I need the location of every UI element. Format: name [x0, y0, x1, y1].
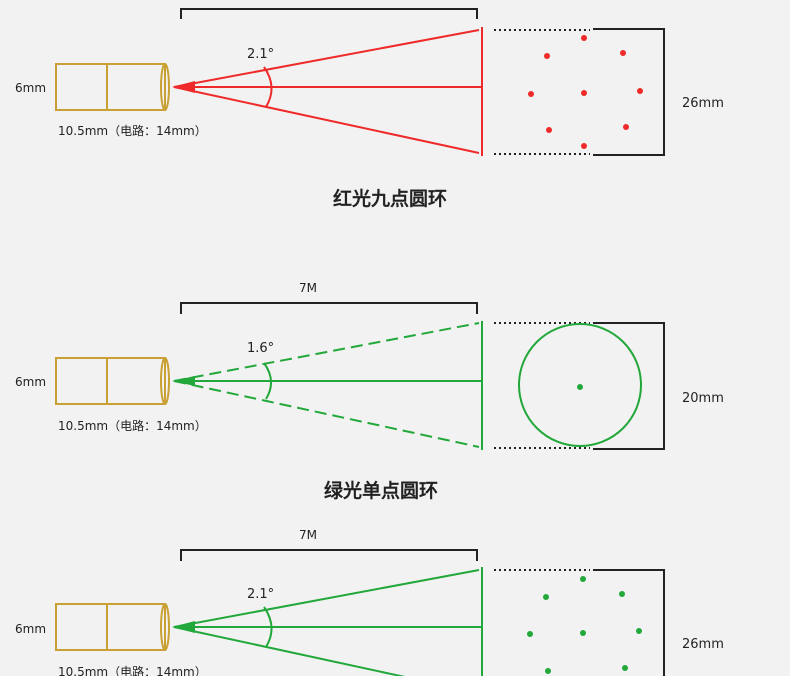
laser-lens — [160, 357, 170, 405]
laser-dot — [546, 127, 552, 133]
section-green-nine-dot: 7M 2.1° 6mm 10.5mm（电路：14mm） 26mm — [15, 528, 724, 676]
laser-dot — [544, 53, 550, 59]
laser-body-segment — [106, 63, 166, 111]
laser-dot — [580, 576, 586, 582]
laser-dot — [528, 91, 534, 97]
size-label: 26mm — [682, 637, 724, 652]
laser-dot — [543, 594, 549, 600]
laser-dot — [580, 630, 586, 636]
laser-body-segment — [55, 357, 108, 405]
angle-label: 1.6° — [247, 341, 274, 356]
laser-body-segment — [55, 63, 108, 111]
size-bracket — [593, 569, 665, 676]
laser-dot — [622, 665, 628, 671]
beam-bottom-edge — [173, 380, 480, 448]
laser-dot — [636, 628, 642, 634]
length-label: 10.5mm（电路：14mm） — [58, 123, 207, 138]
laser-dot — [545, 668, 551, 674]
section-red-nine-dot: 2.1° 6mm 10.5mm（电路：14mm） 26mm 红光九点圆环 — [15, 8, 724, 210]
laser-dot — [623, 124, 629, 130]
section-title: 红光九点圆环 — [333, 187, 447, 210]
angle-arc — [263, 606, 273, 648]
laser-lens — [160, 63, 170, 111]
laser-body-segment — [55, 603, 108, 651]
laser-circle-ring — [518, 323, 642, 447]
size-label: 26mm — [682, 96, 724, 111]
laser-dot — [637, 88, 643, 94]
laser-dot — [581, 35, 587, 41]
laser-dot — [581, 90, 587, 96]
beam-bottom-edge — [173, 86, 480, 154]
laser-lens — [160, 603, 170, 651]
size-label: 20mm — [682, 391, 724, 406]
distance-bracket — [180, 549, 478, 561]
distance-label: 7M — [299, 281, 317, 295]
beam-bottom-edge — [173, 626, 406, 676]
laser-dot — [619, 591, 625, 597]
beam-top-edge — [173, 569, 480, 628]
angle-label: 2.1° — [247, 587, 274, 602]
length-label: 10.5mm（电路：14mm） — [58, 418, 207, 433]
length-label: 10.5mm（电路：14mm） — [58, 664, 207, 676]
size-bracket — [593, 322, 665, 450]
diameter-label: 6mm — [15, 622, 46, 636]
laser-dot — [620, 50, 626, 56]
laser-center-dot — [577, 384, 583, 390]
nine-dot-pattern — [527, 576, 642, 674]
beam-top-edge — [173, 29, 480, 88]
distance-label: 7M — [299, 528, 317, 542]
laser-dot — [527, 631, 533, 637]
angle-arc — [263, 362, 272, 400]
angle-arc — [263, 66, 273, 108]
size-bracket — [593, 28, 665, 156]
diameter-label: 6mm — [15, 81, 46, 95]
nine-dot-pattern — [528, 35, 643, 149]
beam-top-edge — [173, 322, 480, 382]
laser-body-segment — [106, 603, 166, 651]
laser-dot — [581, 143, 587, 149]
diameter-label: 6mm — [15, 375, 46, 389]
section-green-single-dot: 7M 1.6° 6mm 10.5mm（电路：14mm） 20mm 绿光单点圆环 — [15, 281, 724, 502]
angle-label: 2.1° — [247, 47, 274, 62]
distance-bracket — [180, 8, 478, 19]
distance-bracket — [180, 302, 478, 314]
laser-body-segment — [106, 357, 166, 405]
section-title: 绿光单点圆环 — [324, 479, 438, 502]
